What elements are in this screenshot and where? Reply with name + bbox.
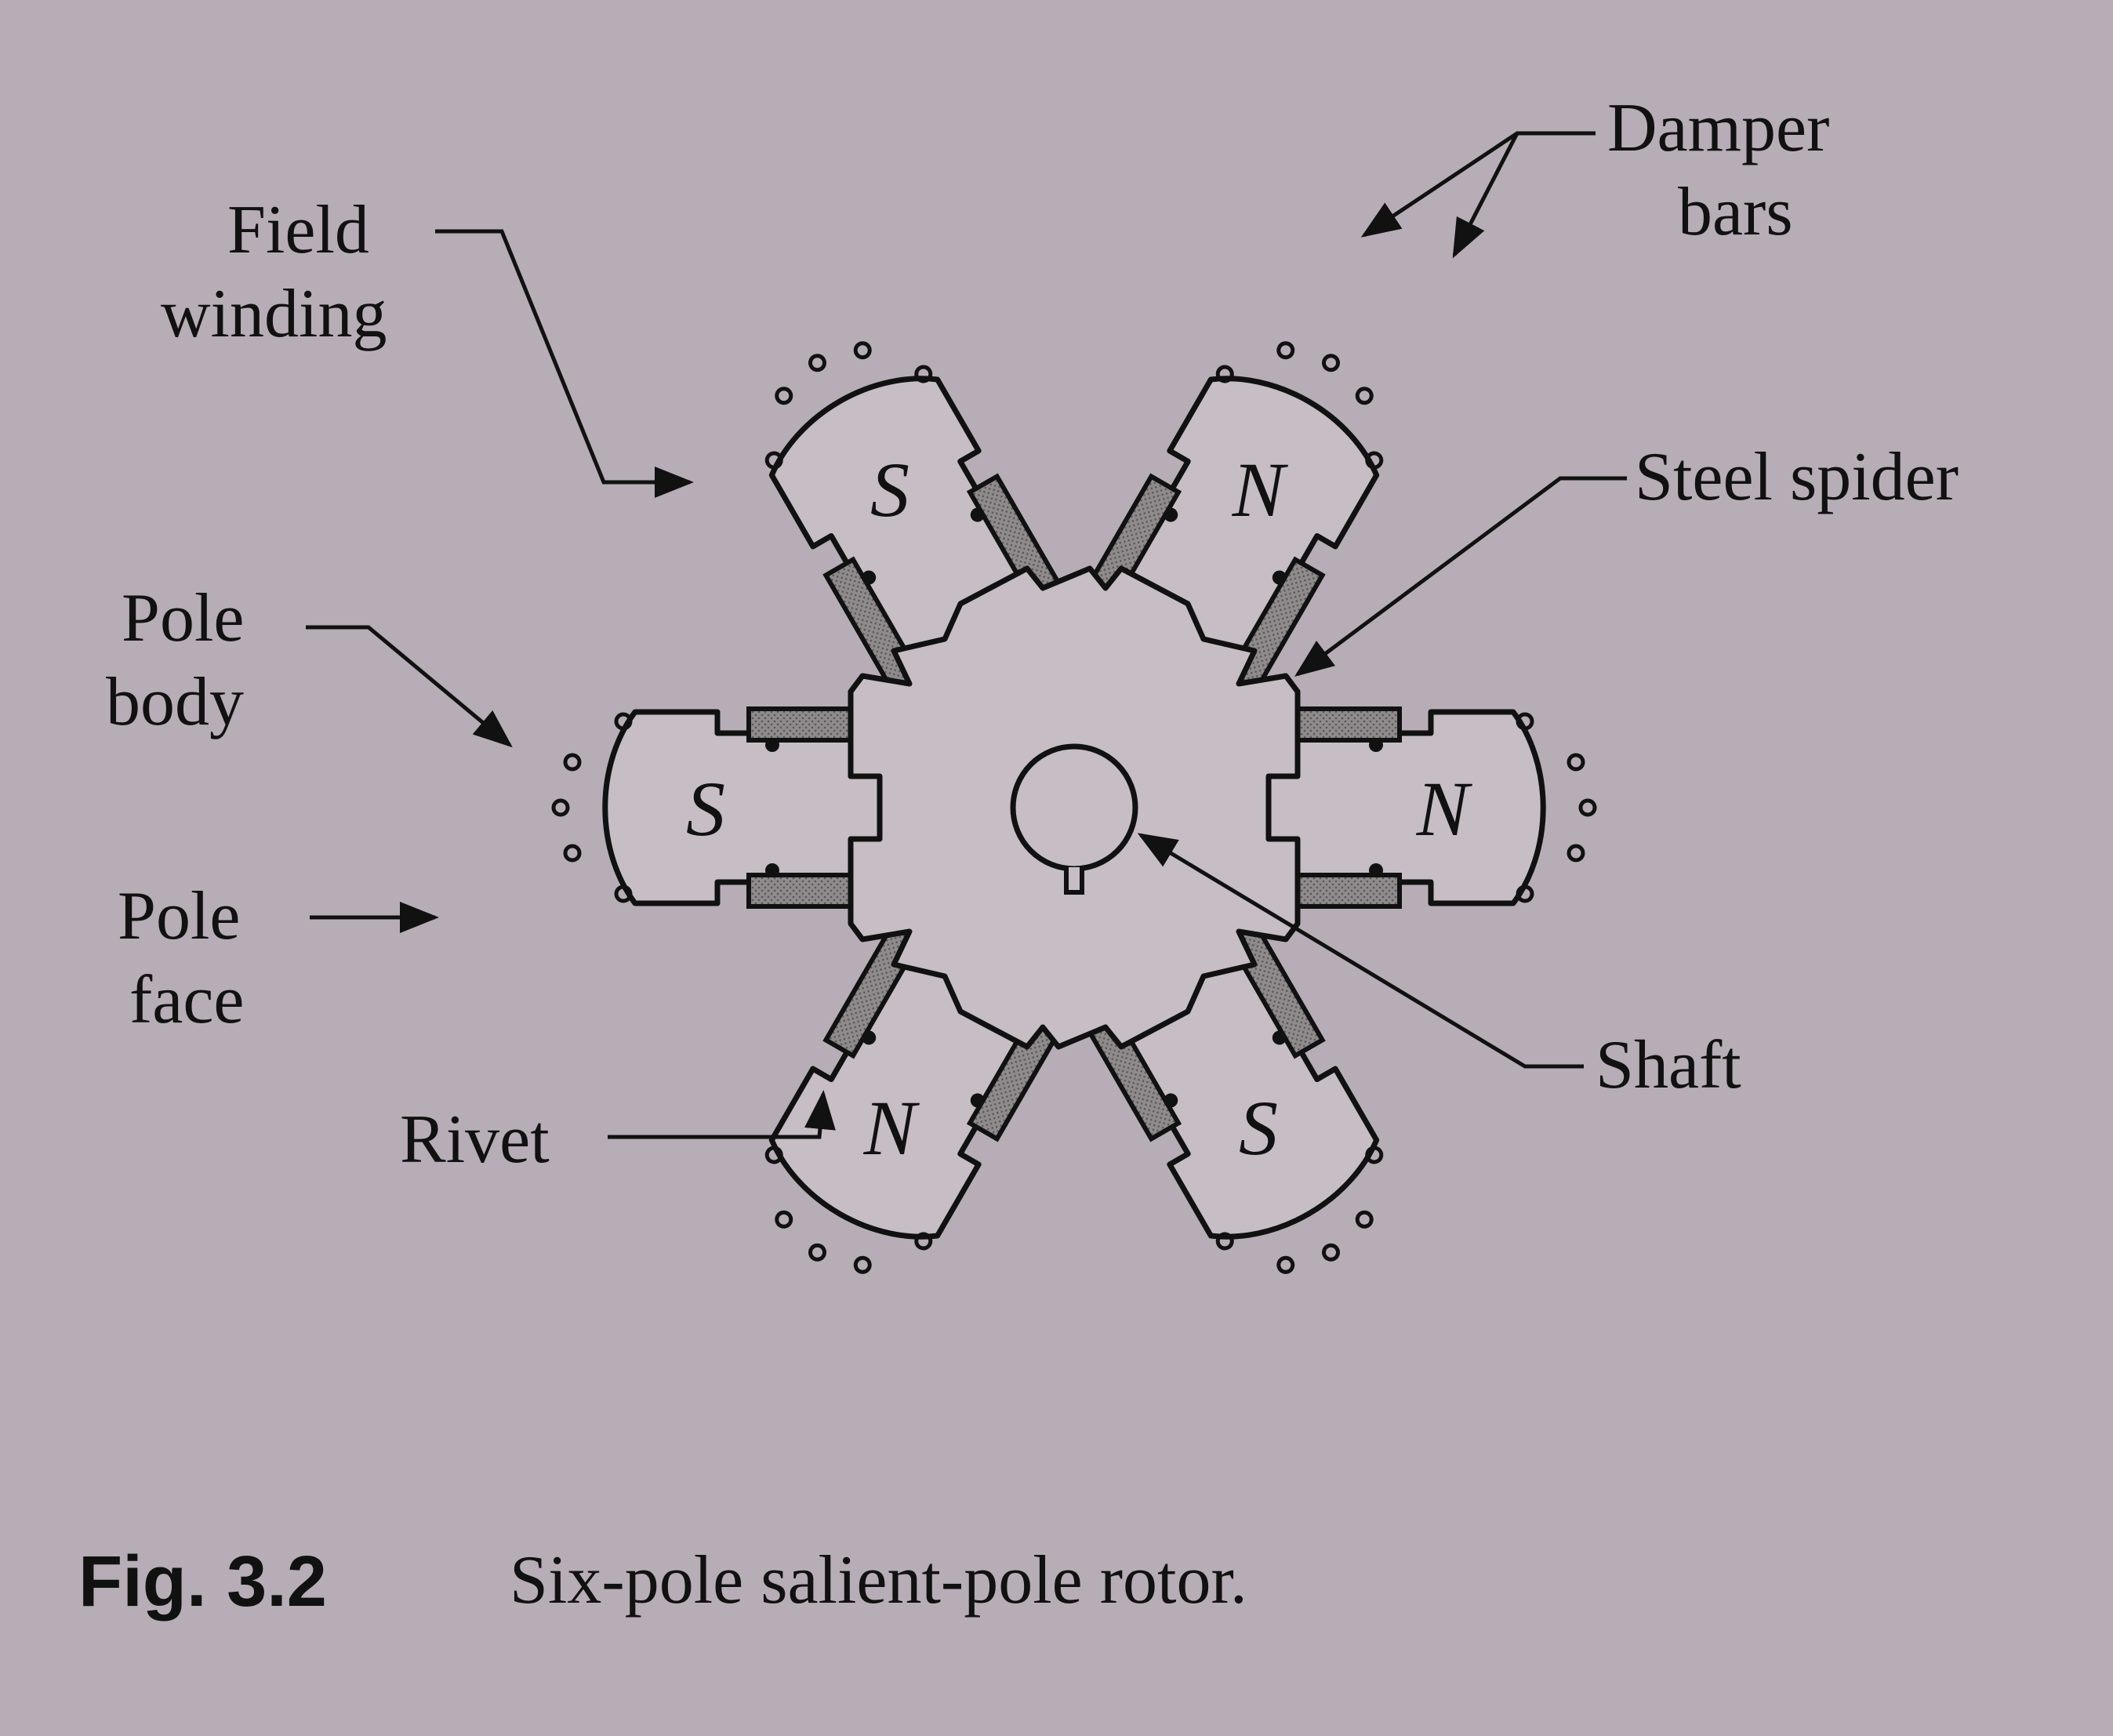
- steel-spider-label: Steel spider: [1635, 439, 1959, 515]
- pole-letter-5: S: [1239, 1084, 1278, 1171]
- pole-letter-6: N: [1416, 765, 1473, 852]
- figure-title: Six-pole salient-pole rotor.: [510, 1542, 1247, 1618]
- pole-face-label: Pole face: [118, 878, 245, 1039]
- pole-letter-1: N: [1232, 446, 1289, 533]
- pole-letter-3: S: [686, 765, 725, 852]
- figure-number: Fig. 3.2: [78, 1542, 327, 1622]
- shaft-label: Shaft: [1596, 1027, 1741, 1103]
- leader-lines: [306, 131, 1627, 1139]
- shaft: [1010, 743, 1138, 895]
- pole-letter-2: S: [870, 446, 909, 533]
- field-winding-label: Field winding: [161, 192, 387, 353]
- rivet-label: Rivet: [400, 1102, 550, 1178]
- damper-bars-label: Damper bars: [1607, 90, 1830, 251]
- pole-body-label: Pole body: [106, 580, 245, 741]
- pole-letter-4: N: [863, 1084, 920, 1171]
